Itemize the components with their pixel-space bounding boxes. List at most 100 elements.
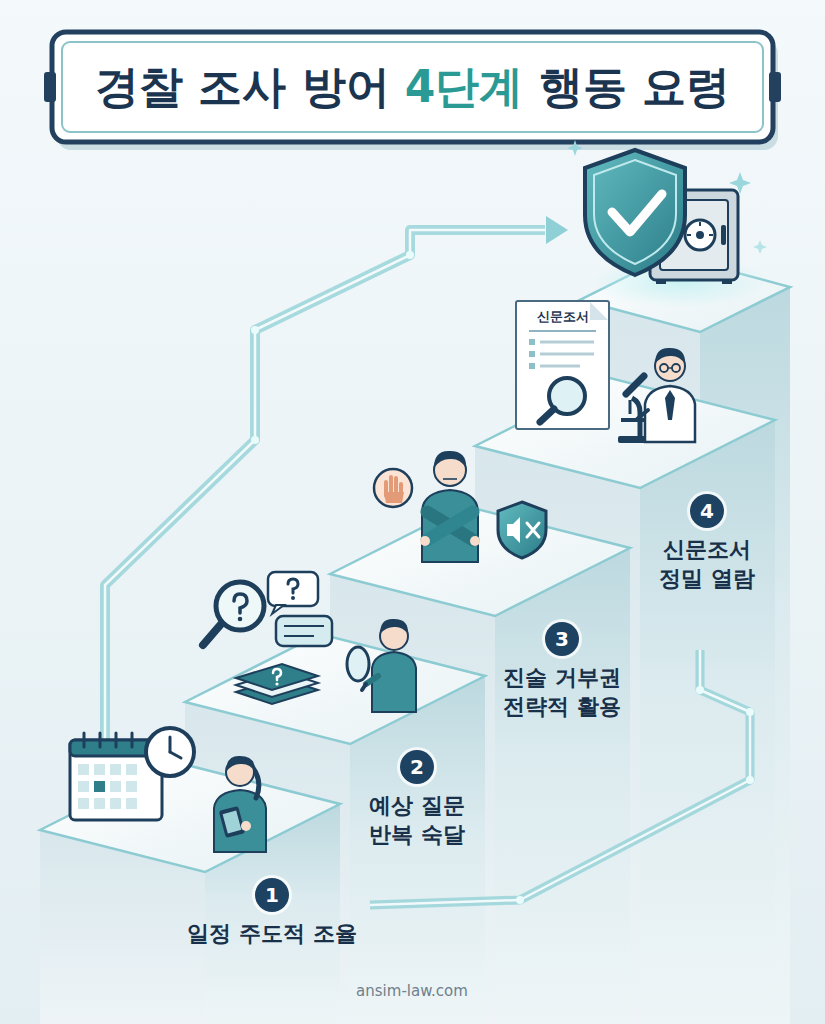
title-word: 4단계 bbox=[405, 61, 524, 112]
scheduling-figure bbox=[169, 737, 172, 752]
document-sheet bbox=[515, 300, 610, 430]
step-number: 4 bbox=[690, 494, 724, 528]
rehearsal-figure bbox=[288, 579, 298, 593]
title-banner bbox=[52, 32, 773, 142]
document-sheet bbox=[590, 302, 608, 320]
refusal-figure bbox=[374, 469, 412, 507]
glow-path bbox=[370, 650, 754, 905]
step-label-box: 2예상 질문 반복 숙달 bbox=[351, 750, 483, 849]
stair-block bbox=[330, 506, 630, 616]
title-banner bbox=[62, 42, 763, 132]
title-word bbox=[627, 61, 642, 112]
stair-block bbox=[185, 634, 485, 744]
stair-block bbox=[40, 762, 340, 1024]
scheduling-figure bbox=[226, 756, 255, 772]
security-icons bbox=[699, 222, 701, 226]
refusal-figure bbox=[470, 536, 480, 546]
stair-block bbox=[185, 634, 485, 1024]
document-sheet bbox=[529, 339, 535, 345]
document-sheet bbox=[540, 409, 554, 422]
refusal-figure bbox=[527, 523, 539, 537]
security-icons bbox=[729, 172, 751, 194]
glow-path bbox=[251, 326, 259, 334]
security-icons bbox=[721, 225, 726, 245]
refusal-figure bbox=[427, 512, 473, 540]
security-icons bbox=[687, 234, 691, 236]
rehearsal-figure bbox=[380, 619, 408, 634]
security-icons bbox=[685, 220, 715, 250]
scheduling-figure bbox=[126, 798, 137, 809]
scheduling-figure bbox=[115, 733, 118, 747]
rehearsal-figure bbox=[284, 625, 324, 627]
security-icons bbox=[753, 240, 767, 254]
researcher-figure bbox=[621, 418, 645, 422]
refusal-figure bbox=[427, 512, 473, 540]
step-number: 3 bbox=[545, 622, 579, 656]
security-icons bbox=[696, 231, 704, 239]
document-sheet bbox=[529, 330, 596, 332]
refusal-figure bbox=[374, 451, 546, 562]
security-icons bbox=[709, 234, 713, 236]
rehearsal-figure bbox=[347, 647, 369, 681]
document-sheet bbox=[540, 341, 594, 344]
scheduling-figure bbox=[223, 811, 242, 834]
researcher-figure bbox=[655, 348, 685, 364]
title-banner bbox=[769, 72, 781, 102]
refusal-figure bbox=[420, 536, 430, 546]
step-label: 진술 거부권 전략적 활용 bbox=[496, 664, 628, 721]
researcher-figure bbox=[626, 376, 644, 394]
glow-path bbox=[546, 216, 568, 244]
stair-block bbox=[330, 574, 495, 1024]
scheduling-figure bbox=[110, 764, 121, 775]
rehearsal-figure bbox=[236, 664, 318, 690]
glow-path bbox=[251, 436, 259, 444]
rehearsal-figure bbox=[273, 669, 281, 680]
researcher-figure bbox=[629, 400, 632, 414]
refusal-figure bbox=[527, 523, 539, 537]
title-word: 요령 bbox=[642, 61, 730, 112]
scheduling-figure bbox=[94, 798, 105, 809]
scheduling-figure bbox=[94, 781, 105, 792]
refusal-figure bbox=[434, 451, 466, 468]
rehearsal-figure bbox=[362, 684, 366, 690]
scheduling-figure bbox=[126, 781, 137, 792]
scheduling-figure bbox=[78, 781, 89, 792]
refusal-figure bbox=[507, 517, 520, 543]
scheduling-figure bbox=[110, 798, 121, 809]
security-icons bbox=[612, 194, 662, 232]
refusal-figure bbox=[384, 492, 404, 503]
security-icons bbox=[594, 160, 676, 264]
glow-path bbox=[370, 650, 750, 905]
step-label: 신문조서 정밀 열람 bbox=[641, 536, 773, 593]
step-label-box: 4 신문조서 정밀 열람 bbox=[641, 494, 773, 593]
document-sheet bbox=[540, 353, 594, 356]
rehearsal-figure bbox=[291, 596, 295, 600]
researcher-figure bbox=[618, 348, 695, 443]
scheduling-figure bbox=[94, 764, 105, 775]
document-sheet: 신문조서 bbox=[515, 300, 610, 430]
title-word: 조사 bbox=[198, 61, 286, 112]
glow-path bbox=[746, 776, 754, 784]
document-sheet bbox=[529, 363, 535, 369]
step-label-box: 3 진술 거부권 전략적 활용 bbox=[496, 622, 628, 721]
step-number: 1 bbox=[255, 878, 289, 912]
step-label: 예상 질문 반복 숙달 bbox=[351, 792, 483, 849]
rehearsal-figure bbox=[275, 682, 278, 685]
scheduling-figure bbox=[214, 790, 266, 852]
refusal-figure bbox=[443, 478, 457, 480]
document-title: 신문조서 bbox=[517, 302, 608, 326]
researcher-figure bbox=[645, 386, 695, 442]
rehearsal-figure bbox=[272, 605, 284, 614]
scheduling-figure bbox=[83, 733, 86, 747]
glow-path bbox=[370, 650, 750, 905]
scheduling-figure bbox=[126, 764, 137, 775]
stair-block bbox=[495, 548, 630, 1024]
scheduling-figure bbox=[219, 806, 246, 838]
rehearsal-figure bbox=[234, 594, 247, 613]
researcher-figure bbox=[660, 364, 668, 372]
refusal-figure bbox=[422, 490, 478, 562]
title-word bbox=[286, 61, 301, 112]
rehearsal-figure bbox=[284, 635, 314, 637]
title-word: 경찰 bbox=[95, 61, 183, 112]
